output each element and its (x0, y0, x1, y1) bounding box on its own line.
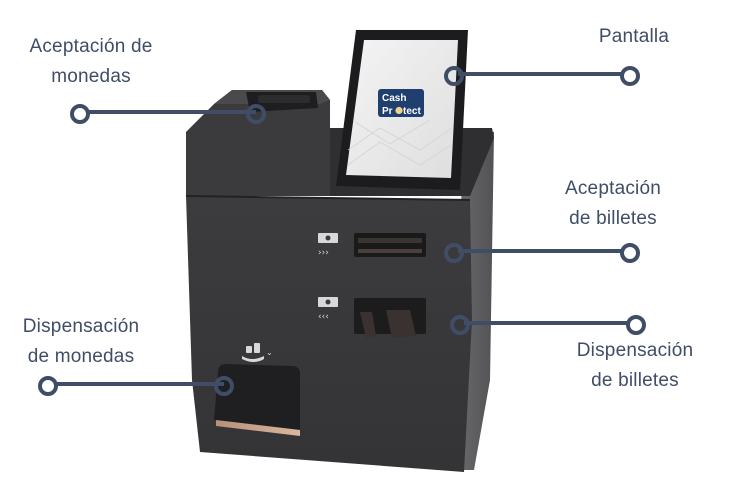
svg-text:›››: ››› (318, 248, 329, 258)
callout-endpoint-icon (620, 66, 640, 86)
callout-connector-banknote-dispensing (464, 321, 636, 325)
callout-endpoint-icon (620, 243, 640, 263)
callout-label-banknote-acceptance: Aceptación de billetes (548, 174, 678, 234)
callout-anchor-icon (444, 243, 464, 263)
svg-text:Pr: Pr (382, 106, 393, 117)
callout-endpoint-icon (626, 315, 646, 335)
callout-connector-banknote-acceptance (458, 249, 630, 253)
callout-line1: Pantalla (598, 26, 670, 47)
callout-label-banknote-dispensing: Dispensación de billetes (560, 336, 710, 396)
banknote-in-icon: ››› (318, 233, 338, 258)
coin-module (186, 90, 330, 196)
svg-text:⌄: ⌄ (266, 348, 273, 357)
svg-text:‹‹‹: ‹‹‹ (318, 312, 329, 322)
callout-connector-coin-dispensing (52, 382, 224, 386)
callout-line1: Aceptación (564, 178, 661, 199)
callout-endpoint-icon (38, 376, 58, 396)
callout-connector-coin-acceptance (84, 110, 256, 114)
callout-label-coin-dispensing: Dispensación de monedas (6, 312, 156, 372)
banknote-out-icon: ‹‹‹ (318, 297, 338, 322)
callout-line2: de billetes (569, 208, 657, 229)
coin-dispensing-tray (214, 364, 300, 430)
callout-anchor-icon (246, 104, 266, 124)
callout-line1: Dispensación (22, 316, 140, 337)
callout-line1: Aceptación de (29, 36, 153, 57)
callout-label-screen: Pantalla (584, 22, 684, 52)
banknote-acceptance-slot (354, 233, 426, 257)
callout-anchor-icon (214, 376, 234, 396)
svg-text:Cash: Cash (382, 93, 406, 104)
callout-label-coin-acceptance: Aceptación de monedas (16, 32, 166, 92)
callout-line2: de monedas (27, 346, 135, 367)
callout-connector-screen (458, 72, 630, 76)
coin-out-icon: ⌄ (242, 343, 273, 362)
callout-anchor-icon (450, 315, 470, 335)
callout-anchor-icon (444, 66, 464, 86)
cash-protect-logo (378, 89, 424, 117)
svg-text:tect: tect (403, 106, 421, 117)
callout-line1: Dispensación (576, 340, 694, 361)
callout-line2: monedas (51, 66, 131, 87)
callout-line2: de billetes (591, 370, 679, 391)
callout-endpoint-icon (70, 104, 90, 124)
